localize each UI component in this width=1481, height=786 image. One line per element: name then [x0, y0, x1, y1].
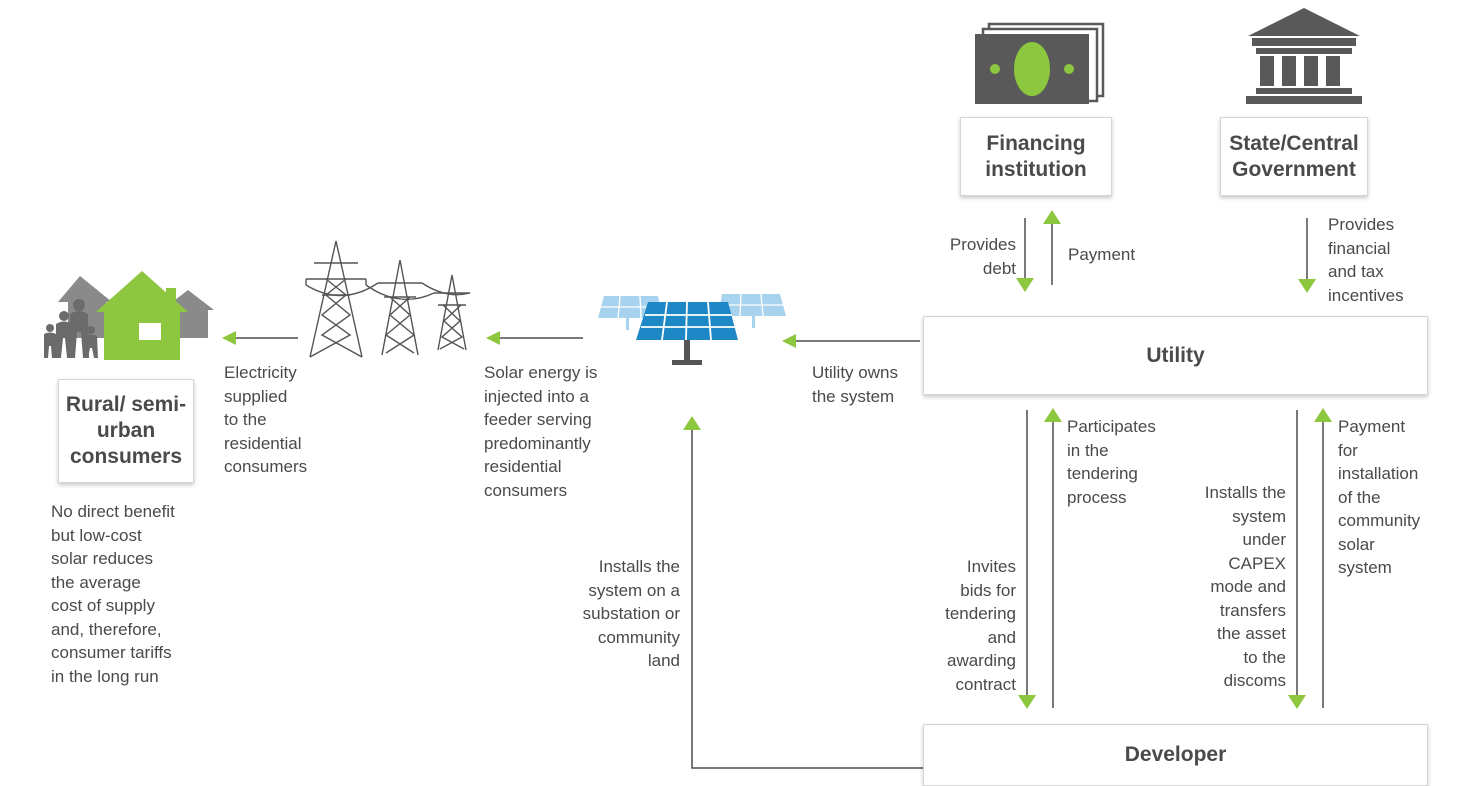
label-payment-installation: Payment for installation of the communit…	[1338, 417, 1421, 577]
label-participates: Participates in the tendering process	[1067, 417, 1156, 507]
arrowhead-installs-capex	[1288, 695, 1306, 709]
arrowhead-payment	[1043, 210, 1061, 224]
arrowhead-installs-substation	[683, 416, 701, 430]
government-building-icon	[1246, 8, 1362, 104]
arrowhead-utility-owns	[782, 334, 796, 348]
label-solar-energy: Solar energy is injected into a feeder s…	[484, 363, 598, 500]
node-government: State/Central Government	[1220, 117, 1368, 196]
arrowhead-payment-installation	[1314, 408, 1332, 422]
label-installs-capex: Installs the system under CAPEX mode and…	[1204, 483, 1286, 690]
label-provides-debt: Provides debt	[949, 235, 1016, 278]
node-developer: Developer	[923, 724, 1428, 786]
arrowhead-invites-bids	[1018, 695, 1036, 709]
solar-panel-icon	[598, 293, 786, 365]
label-consumer-note: No direct benefit but low-cost solar red…	[51, 502, 175, 686]
arrowhead-incentives	[1298, 279, 1316, 293]
label-provides-incentives: Provides financial and tax incentives	[1328, 215, 1404, 305]
node-financing-institution: Financing institution	[960, 117, 1112, 196]
house-family-icon	[44, 271, 214, 360]
line-installs-substation	[691, 428, 923, 769]
money-bill-icon	[975, 22, 1105, 104]
label-installs-substation: Installs the system on a substation or c…	[582, 557, 680, 670]
node-consumers: Rural/ semi-urban consumers	[58, 379, 194, 483]
label-utility-owns: Utility owns the system	[812, 363, 898, 406]
arrowhead-participates	[1044, 408, 1062, 422]
label-electricity: Electricity supplied to the residential …	[224, 363, 308, 476]
transmission-tower-icon	[305, 240, 471, 358]
arrowhead-provides-debt	[1016, 278, 1034, 292]
arrowhead-solar-energy	[486, 331, 500, 345]
label-payment: Payment	[1068, 245, 1136, 264]
node-utility: Utility	[923, 316, 1428, 395]
label-invites-bids: Invites bids for tendering and awarding …	[945, 557, 1016, 694]
arrowhead-electricity	[222, 331, 236, 345]
